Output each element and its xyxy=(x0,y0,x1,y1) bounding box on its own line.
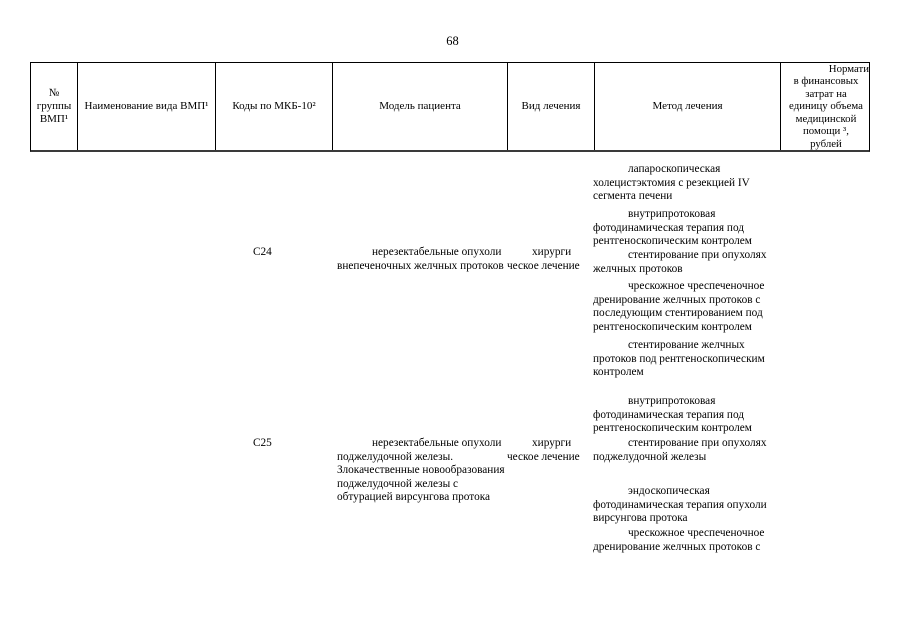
method-paragraph: внутрипротоковая фотодинамическая терапи… xyxy=(593,395,752,435)
method-paragraph: стентирование желчных протоков под рентг… xyxy=(593,339,765,379)
icd-code-c24: C24 xyxy=(253,246,272,258)
col-header-patient-model: Модель пациента xyxy=(333,63,508,150)
col-header-group-number: № группы ВМП¹ xyxy=(31,63,78,150)
patient-model-c24: нерезектабельные опухоли внепеченочных ж… xyxy=(337,246,504,272)
table-header: № группы ВМП¹ Наименование вида ВМП¹ Код… xyxy=(30,62,870,152)
col-header-financial-norm-line1: Нормати xyxy=(828,63,869,76)
method-paragraph: чрескожное чреспеченочное дренирование ж… xyxy=(593,527,765,553)
method-paragraph: эндоскопическая фотодинамическая терапия… xyxy=(593,485,767,525)
method-paragraph: чрескожное чреспеченочное дренирование ж… xyxy=(593,280,765,333)
treatment-type-c25: хирурги ческое лечение xyxy=(507,437,580,463)
method-paragraph: стентирование при опухолях желчных прото… xyxy=(593,249,767,275)
col-header-financial-norm: Нормати в финансовых затрат на единицу о… xyxy=(781,63,871,150)
col-header-treatment-method: Метод лечения xyxy=(595,63,781,150)
col-header-vmp-name: Наименование вида ВМП¹ xyxy=(78,63,216,150)
method-paragraph: лапароскопическая холецистэктомия с резе… xyxy=(593,163,750,203)
col-header-financial-norm-rest: в финансовых затрат на единицу объема ме… xyxy=(789,75,863,150)
page-number: 68 xyxy=(446,34,459,48)
patient-model-c25: нерезектабельные опухоли поджелудочной ж… xyxy=(337,437,505,504)
col-header-icd-codes: Коды по МКБ-10² xyxy=(216,63,333,150)
treatment-type-c24: хирурги ческое лечение xyxy=(507,246,580,272)
method-paragraph: стентирование при опухолях поджелудочной… xyxy=(593,437,767,463)
col-header-treatment-type: Вид лечения xyxy=(508,63,595,150)
icd-code-c25: C25 xyxy=(253,437,272,449)
method-paragraph: внутрипротоковая фотодинамическая терапи… xyxy=(593,208,752,248)
